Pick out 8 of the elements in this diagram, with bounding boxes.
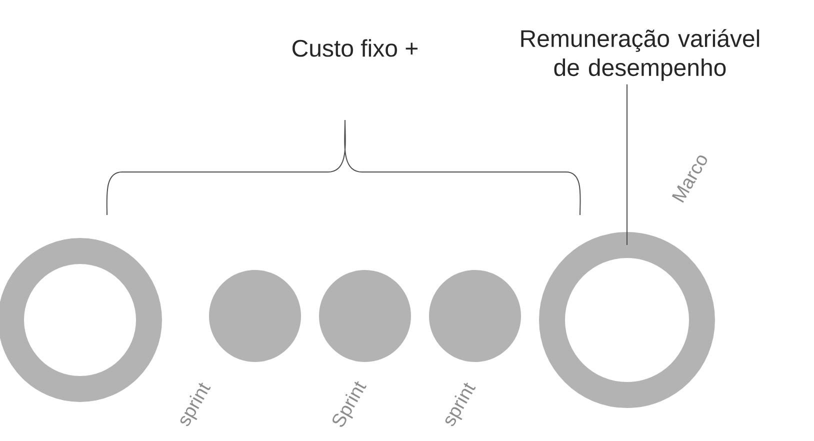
heading-text: Custo fixo +: [292, 39, 418, 57]
milestone-dot: [429, 270, 521, 362]
annotation-text: Remuneração variável de desempenho: [521, 29, 760, 81]
ring: [539, 232, 715, 408]
ring: [0, 238, 162, 402]
milestone-dot: [209, 270, 301, 362]
leader-line: [626, 84, 628, 246]
milestone-dot: [319, 270, 411, 362]
